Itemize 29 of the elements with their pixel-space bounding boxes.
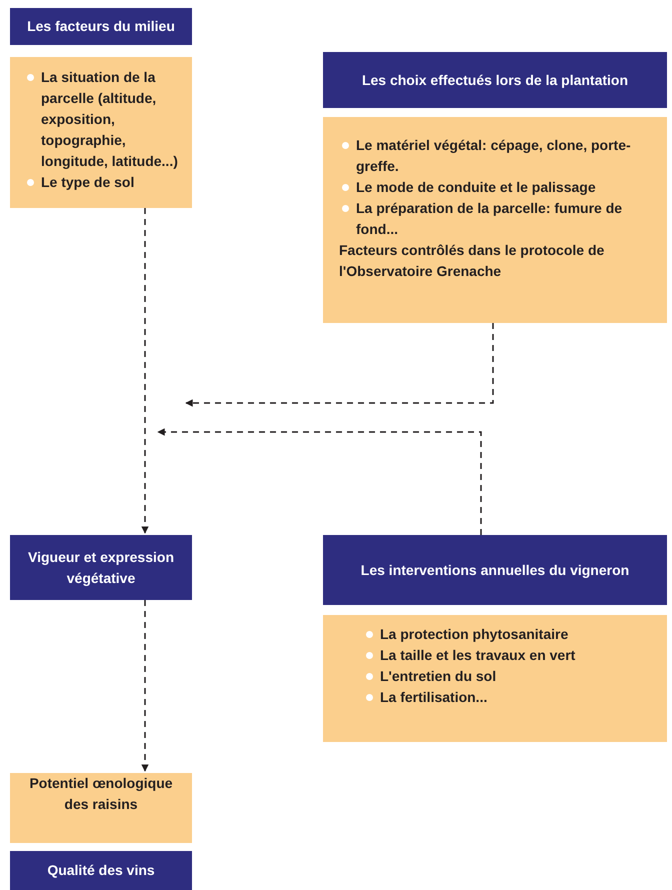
- box-text: Facteurs contrôlés dans le protocole de l'Observatoire Grenache: [339, 241, 606, 281]
- box-text: Les choix effectués lors de la plantation: [360, 70, 630, 90]
- bullet-item: La protection phytosanitaire: [363, 624, 661, 645]
- heading-box: [10, 851, 192, 890]
- info-box: [323, 117, 667, 323]
- heading-box: [323, 535, 667, 605]
- bullet-item: La situation de la parcelle (altitude, exposition, topographie, longitude, latitude...): [24, 67, 186, 172]
- bullet-item: Le mode de conduite et le palissage: [339, 177, 661, 198]
- box-text: Potentiel œnologique des raisins: [28, 774, 174, 814]
- bullet-item: Le type de sol: [24, 172, 186, 193]
- bullet-item: La fertilisation...: [363, 687, 661, 708]
- bullet-item: L'entretien du sol: [363, 666, 661, 687]
- info-box: [10, 773, 192, 843]
- bullet-item: La taille et les travaux en vert: [363, 645, 661, 666]
- heading-box: [10, 535, 192, 600]
- bullet-item: La préparation de la parcelle: fumure de fond...: [339, 198, 661, 240]
- info-box: [323, 615, 667, 742]
- info-box: [10, 57, 192, 208]
- heading-box: [323, 52, 667, 108]
- dashed-arrow: [185, 323, 494, 407]
- dashed-arrow: [157, 428, 482, 535]
- box-text: Vigueur et expression végétative: [26, 548, 175, 588]
- box-text: Les interventions annuelles du vigneron: [360, 560, 630, 580]
- dashed-arrow: [141, 600, 149, 772]
- box-text: Qualité des vins: [46, 861, 156, 880]
- dashed-arrow: [141, 208, 149, 534]
- box-text: Les facteurs du milieu: [26, 17, 176, 36]
- heading-box: [10, 8, 192, 45]
- bullet-item: Le matériel végétal: cépage, clone, porte-greffe.: [339, 135, 661, 177]
